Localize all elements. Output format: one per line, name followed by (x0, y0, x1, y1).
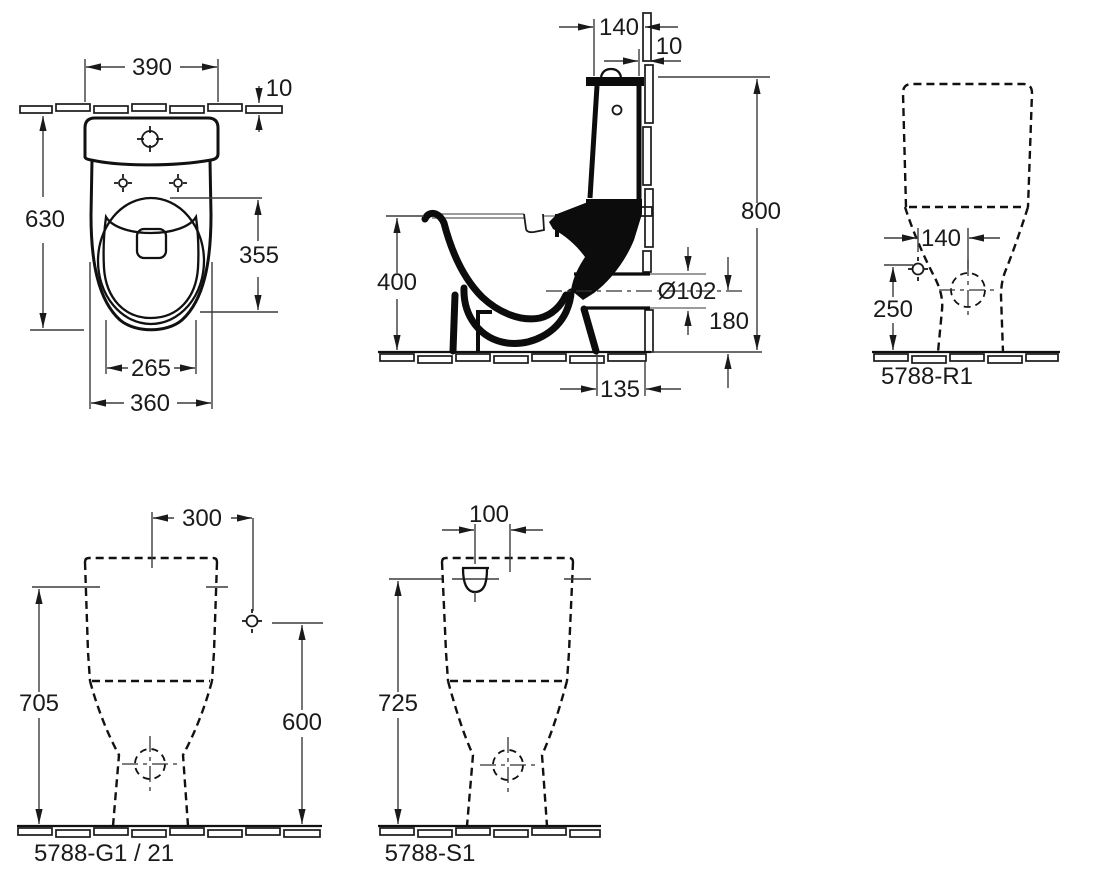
dim-inlet-offset: 100 (442, 501, 543, 572)
dim-outlet-height: 180 (709, 257, 749, 388)
floor-line (378, 824, 601, 838)
dim-cistern-height-label: 725 (378, 690, 418, 717)
floor-line (872, 350, 1060, 364)
fixing-hole-crosshair-icon (242, 609, 262, 633)
wall-hatch (642, 12, 654, 353)
dim-bowl-height: 400 (377, 215, 424, 350)
outlet-crosshair-icon (122, 736, 178, 794)
outlet-pipe (546, 272, 744, 310)
dim-hole-offset-label: 300 (182, 505, 222, 532)
dim-overall-depth: 630 (25, 116, 84, 331)
front-view-g1: 300 705 600 5788-G1 / 21 (17, 505, 323, 867)
dim-cistern-height: 705 (19, 586, 100, 824)
dim-hole-height-label: 600 (282, 709, 322, 736)
dim-overall-height-label: 800 (741, 198, 781, 225)
dim-overall-depth-label: 630 (25, 206, 65, 233)
dim-bowl-height-label: 400 (377, 269, 417, 296)
dim-inlet-offset-label: 100 (469, 501, 509, 528)
dim-inner-width-label: 265 (131, 355, 171, 382)
dim-seat-depth: 355 (170, 197, 279, 313)
inlet-hole-crosshair-icon (908, 257, 928, 281)
dim-hole-offset: 300 (153, 505, 254, 611)
dim-overall-height: 800 (658, 76, 781, 350)
dim-inlet-offset-label: 140 (921, 225, 961, 252)
floor-line (378, 350, 762, 364)
rear-view-r1: 140 250 5788-R1 (872, 82, 1060, 390)
model-label-s1: 5788-S1 (385, 840, 476, 867)
hinge-hole-crosshair-icon (169, 174, 187, 192)
dim-tank-to-wall: 140 (559, 14, 678, 76)
dashed-outline (440, 556, 575, 827)
cistern-top-outline (83, 116, 220, 167)
dim-cistern-height-label: 705 (19, 690, 59, 717)
dim-inlet-height: 250 (873, 264, 913, 350)
front-view-s1: 100 725 5788-S1 (378, 501, 601, 867)
top-view: 390 10 630 355 265 (19, 54, 293, 417)
wall-hatch (19, 103, 283, 114)
dim-rear-gap-label: 10 (656, 33, 683, 60)
dim-rear-gap: 10 (604, 33, 682, 76)
dashed-outline (901, 82, 1034, 353)
dim-wall-thickness: 10 (255, 75, 293, 132)
dim-wall-thickness-label: 10 (266, 75, 293, 102)
dim-inner-width: 265 (105, 320, 197, 382)
model-label-g1: 5788-G1 / 21 (34, 840, 174, 867)
dim-bowl-width-label: 360 (130, 390, 170, 417)
dim-hole-height: 600 (272, 622, 323, 824)
dim-outlet-diameter-label: Ø102 (658, 278, 717, 305)
side-section-view: 140 10 800 400 Ø102 180 (377, 12, 781, 403)
dim-tank-to-wall-label: 140 (599, 14, 639, 41)
dim-outlet-to-wall-label: 135 (600, 376, 640, 403)
outlet-crosshair-icon (480, 737, 536, 795)
bowl-top-outline (89, 159, 213, 332)
dim-overall-width-label: 390 (132, 54, 172, 81)
dim-overall-width: 390 (84, 54, 219, 102)
cistern-section (586, 67, 653, 217)
dim-seat-depth-label: 355 (239, 242, 279, 269)
lid-center-crosshair-icon (137, 126, 163, 152)
dim-inlet-height-label: 250 (873, 296, 913, 323)
model-label-r1: 5788-R1 (881, 363, 973, 390)
dim-cistern-height: 725 (378, 578, 442, 824)
hinge-hole-crosshair-icon (114, 174, 132, 192)
inlet-spud (452, 566, 499, 602)
dim-outlet-height-label: 180 (709, 308, 749, 335)
dashed-outline (83, 556, 219, 827)
bowl-section (421, 202, 642, 355)
dim-outlet-diameter: Ø102 (658, 247, 717, 335)
dim-outlet-to-wall: 135 (560, 354, 681, 403)
dim-inlet-offset: 140 (884, 225, 1000, 270)
floor-line (17, 824, 322, 838)
dim-bowl-width: 360 (89, 262, 213, 417)
